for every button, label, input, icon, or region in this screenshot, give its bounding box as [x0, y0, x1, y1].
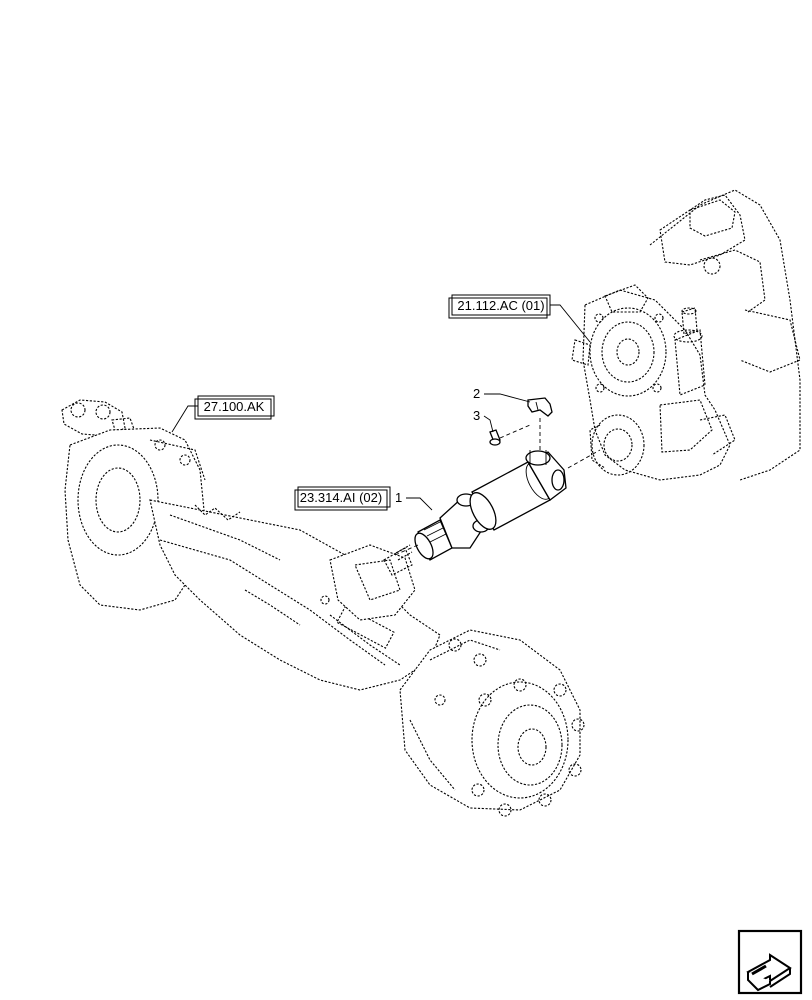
callout-item-1-number: 1	[395, 490, 402, 505]
callout-item-2-number: 2	[473, 386, 480, 401]
callout-item-1-leader	[406, 497, 433, 511]
transmission-housing-drawing	[571, 189, 801, 481]
driveshaft-drawing	[414, 450, 567, 561]
ref-front-axle-leader	[171, 405, 198, 433]
callout-item-3-leader	[483, 415, 494, 433]
callout-item-2[interactable]: 2	[473, 386, 480, 401]
front-axle-drawing	[61, 399, 585, 817]
next-page-arrow-icon[interactable]	[737, 929, 803, 995]
ref-driveshaft[interactable]: 23.314.AI (02)	[294, 486, 391, 511]
callout-item-3-number: 3	[473, 408, 480, 423]
assembly-line-bolt	[499, 424, 531, 439]
ref-transmission-leader	[550, 304, 591, 343]
callout-item-3[interactable]: 3	[473, 408, 480, 423]
callout-item-1[interactable]: 1	[395, 490, 402, 505]
assembly-line-transmission	[567, 449, 601, 469]
ref-driveshaft-label: 23.314.AI (02)	[300, 490, 382, 505]
callout-item-2-leader	[484, 393, 531, 403]
clip-drawing	[527, 397, 553, 417]
ref-transmission-label: 21.112.AC (01)	[457, 298, 544, 313]
ref-front-axle[interactable]: 27.100.AK	[194, 395, 275, 420]
bolt-drawing	[489, 429, 501, 446]
ref-transmission[interactable]: 21.112.AC (01)	[448, 294, 551, 319]
ref-front-axle-label: 27.100.AK	[204, 399, 265, 414]
